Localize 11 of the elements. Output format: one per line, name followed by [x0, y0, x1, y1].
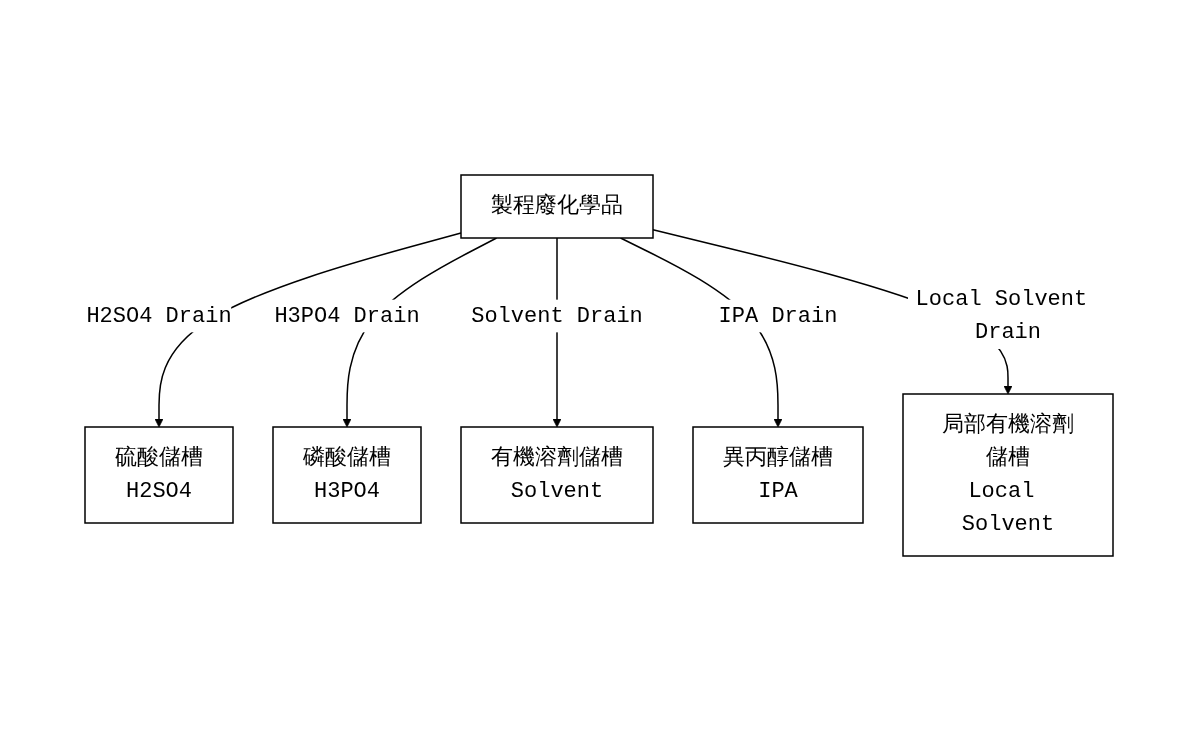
node-box: 磷酸儲槽 H3PO4 — [271, 425, 422, 524]
node-box: 異丙醇儲槽 IPA — [691, 425, 864, 524]
edge-label: H3PO4 Drain — [273, 303, 420, 328]
node-box: 硫酸儲槽 H2SO4 — [83, 425, 234, 524]
node-box: 局部有機溶劑儲槽 Local Solvent — [901, 392, 1114, 557]
edge-label: H2SO4 Drain — [85, 303, 232, 328]
node-box: 製程廢化學品 — [459, 173, 654, 239]
edge-label: Local Solvent Drain — [915, 286, 1087, 345]
node-box: 有機溶劑儲槽 Solvent — [459, 425, 654, 524]
edge-label: Solvent Drain — [470, 303, 643, 328]
edge-label: IPA Drain — [718, 303, 837, 328]
